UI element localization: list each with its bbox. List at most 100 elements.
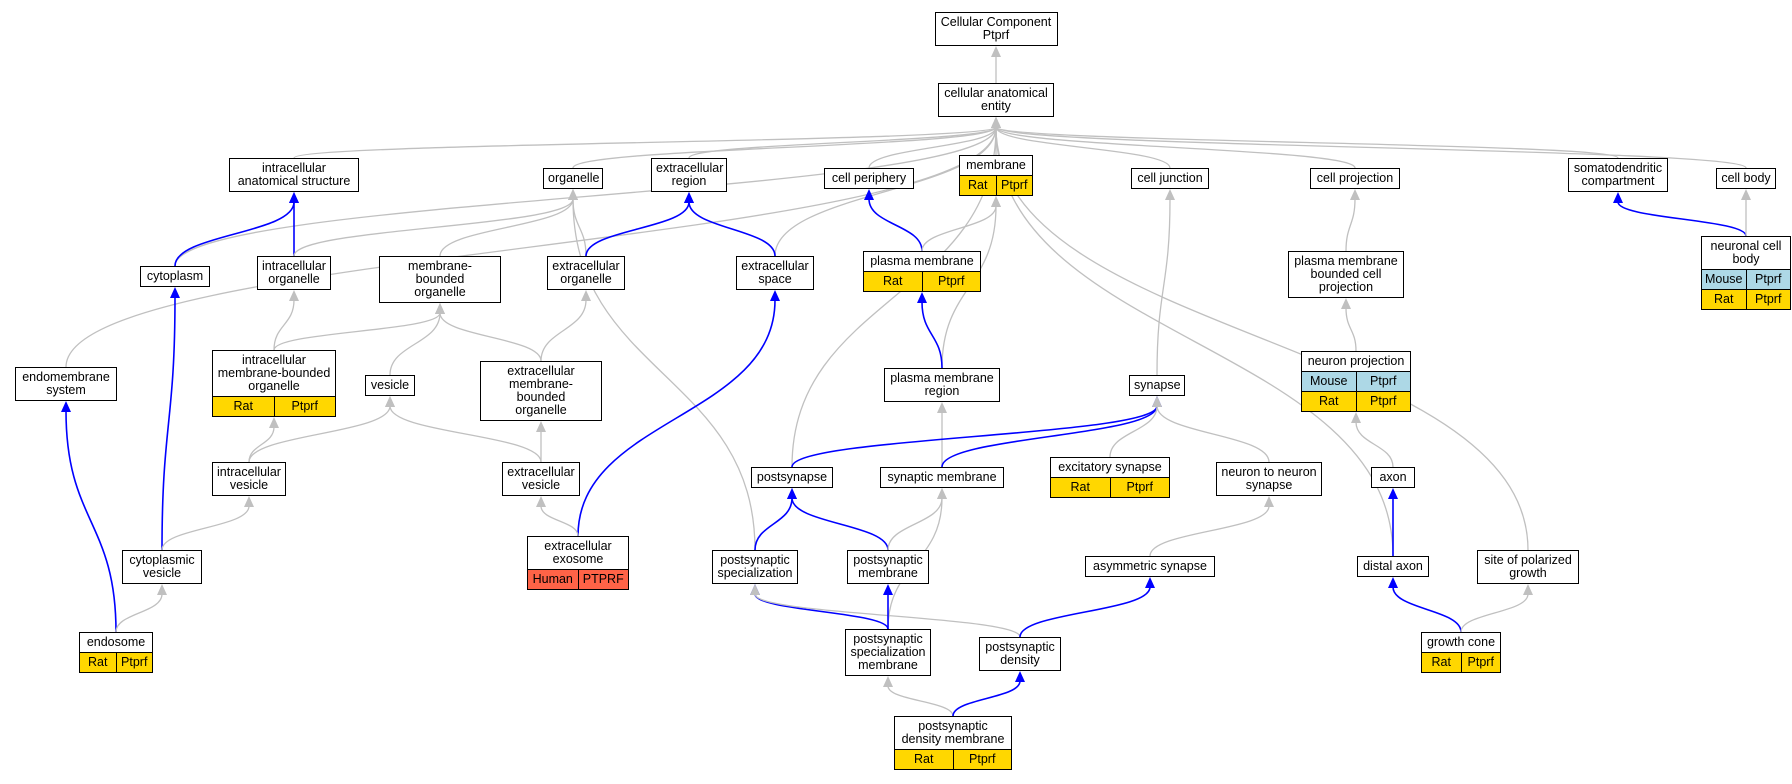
term-node-somato[interactable]: somatodendritic compartment xyxy=(1568,158,1668,192)
term-label: plasma membrane xyxy=(870,254,974,268)
term-node-ias[interactable]: intracellular anatomical structure xyxy=(229,158,359,192)
edge-ncb-to-somato xyxy=(1617,201,1747,237)
annotation-mouse-gene: Ptprf xyxy=(1355,372,1410,391)
edge-exspace-to-exreg xyxy=(688,201,776,257)
term-node-exves[interactable]: extracellular vesicle xyxy=(502,462,580,496)
edge-arrowhead xyxy=(883,584,893,595)
term-node-celljunc[interactable]: cell junction xyxy=(1131,168,1209,189)
term-node-embo[interactable]: extracellular membrane-bounded organelle xyxy=(480,361,602,421)
term-node-distax[interactable]: distal axon xyxy=(1357,556,1429,577)
edge-psdm-to-pssm xyxy=(887,685,954,717)
term-node-pmbcp[interactable]: plasma membrane bounded cell projection xyxy=(1288,251,1404,298)
annotation-human-gene: PTPRF xyxy=(577,570,628,589)
annotation-rat-species: Rat xyxy=(1302,392,1356,411)
term-node-cellproj[interactable]: cell projection xyxy=(1310,168,1400,189)
edge-neuproj-to-pmbcp xyxy=(1345,307,1357,352)
term-node-n2n[interactable]: neuron to neuron synapse xyxy=(1216,462,1322,496)
annotation-rat-species: Rat xyxy=(895,750,953,769)
edge-embo-to-mbo xyxy=(439,312,542,362)
term-node-cellper[interactable]: cell periphery xyxy=(824,168,914,189)
term-node-mbo[interactable]: membrane-bounded organelle xyxy=(379,256,501,303)
term-node-synmem[interactable]: synaptic membrane xyxy=(880,467,1004,488)
term-node-postsyn[interactable]: postsynapse xyxy=(751,467,833,488)
edge-vesicle-to-mbo xyxy=(389,312,441,376)
term-label: somatodendritic compartment xyxy=(1573,161,1663,188)
edge-arrowhead xyxy=(991,117,1001,128)
term-node-spg[interactable]: site of polarized growth xyxy=(1477,550,1579,584)
term-node-pmr[interactable]: plasma membrane region xyxy=(884,368,1000,402)
term-node-cytves[interactable]: cytoplasmic vesicle xyxy=(122,550,202,584)
edge-organelle-to-cae xyxy=(572,126,997,169)
term-node-cc[interactable]: Cellular Component Ptprf xyxy=(934,12,1058,46)
term-node-endomem[interactable]: endomembrane system xyxy=(15,367,117,401)
edge-cytves-to-cytoplasm xyxy=(161,296,176,551)
term-node-organelle[interactable]: organelle xyxy=(543,168,603,189)
edge-asym-to-n2n xyxy=(1149,505,1270,557)
edge-arrowhead xyxy=(1388,488,1398,499)
annotation-human-species: Human xyxy=(528,570,578,589)
edge-arrowhead xyxy=(581,290,591,301)
term-label: extracellular membrane-bounded organelle xyxy=(507,364,575,417)
term-node-exorg[interactable]: extracellular organelle xyxy=(547,256,625,290)
term-label: postsynaptic specialization membrane xyxy=(850,632,926,672)
term-label: intracellular vesicle xyxy=(217,465,281,492)
edge-axon-to-neuproj xyxy=(1355,421,1394,468)
edge-psmem-to-synmem xyxy=(887,497,943,551)
annotation-rat-species: Rat xyxy=(80,653,116,672)
term-node-exspace[interactable]: extracellular space xyxy=(736,256,814,290)
edge-pssm-to-pss xyxy=(754,593,889,630)
term-node-exreg[interactable]: extracellular region xyxy=(651,158,727,192)
term-node-imbo[interactable]: intracellular membrane-bounded organelle… xyxy=(212,350,336,417)
edge-endosome-to-cytves xyxy=(115,593,163,633)
term-label: extracellular vesicle xyxy=(507,465,575,492)
term-node-axon[interactable]: axon xyxy=(1371,467,1415,488)
edge-embo-to-exorg xyxy=(540,299,587,362)
term-label: cell periphery xyxy=(831,171,907,185)
term-node-intves[interactable]: intracellular vesicle xyxy=(212,462,286,496)
term-node-vesicle[interactable]: vesicle xyxy=(365,375,415,396)
term-node-cytoplasm[interactable]: cytoplasm xyxy=(140,266,210,287)
edge-imbo-to-intorg xyxy=(273,299,295,351)
edge-arrowhead xyxy=(61,401,71,412)
edge-arrowhead xyxy=(1145,577,1155,588)
term-node-intorg[interactable]: intracellular organelle xyxy=(257,256,331,290)
term-node-cae[interactable]: cellular anatomical entity xyxy=(938,83,1054,117)
edge-arrowhead xyxy=(1350,189,1360,200)
edge-growthcone-to-spg xyxy=(1460,593,1529,633)
annotation-rat-gene: Ptprf xyxy=(921,272,980,291)
edge-arrowhead xyxy=(1165,189,1175,200)
term-node-synapse[interactable]: synapse xyxy=(1129,375,1185,396)
term-label: vesicle xyxy=(370,378,410,392)
term-label: plasma membrane region xyxy=(890,371,994,398)
term-node-psmem[interactable]: postsynaptic membrane xyxy=(847,550,929,584)
term-label: membrane xyxy=(966,158,1026,172)
edge-arrowhead xyxy=(684,192,694,203)
term-node-cellbody[interactable]: cell body xyxy=(1716,168,1776,189)
term-label: neuron projection xyxy=(1307,354,1405,368)
term-node-pssm[interactable]: postsynaptic specialization membrane xyxy=(845,629,931,676)
term-node-pss[interactable]: postsynaptic specialization xyxy=(712,550,798,584)
term-label: intracellular anatomical structure xyxy=(237,161,351,188)
term-node-psd[interactable]: postsynaptic density xyxy=(979,637,1061,671)
edge-cellproj-to-cae xyxy=(995,126,1356,169)
edge-arrowhead xyxy=(536,421,546,432)
term-node-asym[interactable]: asymmetric synapse xyxy=(1085,556,1215,577)
annotation-rat-gene: Ptprf xyxy=(1109,478,1169,497)
edge-imbo-to-mbo xyxy=(273,312,441,351)
annotation-rat-species: Rat xyxy=(1702,290,1746,309)
edge-exreg-to-cae xyxy=(688,126,997,159)
